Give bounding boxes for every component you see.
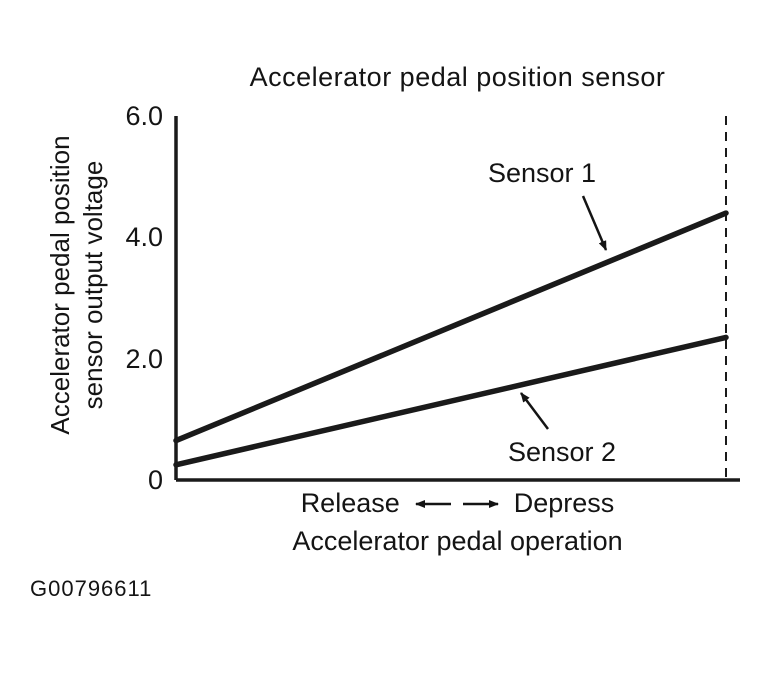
figure-id: G00796611 bbox=[30, 576, 153, 601]
sensor2-arrow-icon bbox=[520, 392, 549, 430]
sensor1-line bbox=[173, 210, 729, 444]
chart-title: Accelerator pedal position sensor bbox=[249, 62, 666, 92]
sensor2-line bbox=[173, 334, 729, 468]
release-label: Release bbox=[300, 488, 400, 518]
y-axis-label: Accelerator pedal position sensor output… bbox=[44, 70, 110, 500]
sensor1-annotation: Sensor 1 bbox=[488, 158, 596, 188]
x-axis-direction-row: Release Depress bbox=[170, 488, 745, 519]
y-tick-6: 6.0 bbox=[125, 101, 163, 131]
plot-svg: Sensor 1 Sensor 2 bbox=[173, 116, 740, 482]
sensor1-arrow-icon bbox=[581, 195, 608, 251]
sensor2-annotation: Sensor 2 bbox=[508, 437, 616, 467]
y-tick-4: 4.0 bbox=[125, 222, 163, 252]
depress-label: Depress bbox=[513, 488, 615, 518]
x-axis-label: Accelerator pedal operation bbox=[292, 526, 623, 556]
y-tick-0: 0 bbox=[147, 465, 163, 495]
y-axis-label-line1: Accelerator pedal position bbox=[45, 135, 75, 435]
y-axis-label-line2: sensor output voltage bbox=[78, 160, 108, 410]
direction-arrows-icon bbox=[414, 499, 499, 508]
y-tick-2: 2.0 bbox=[125, 344, 163, 374]
